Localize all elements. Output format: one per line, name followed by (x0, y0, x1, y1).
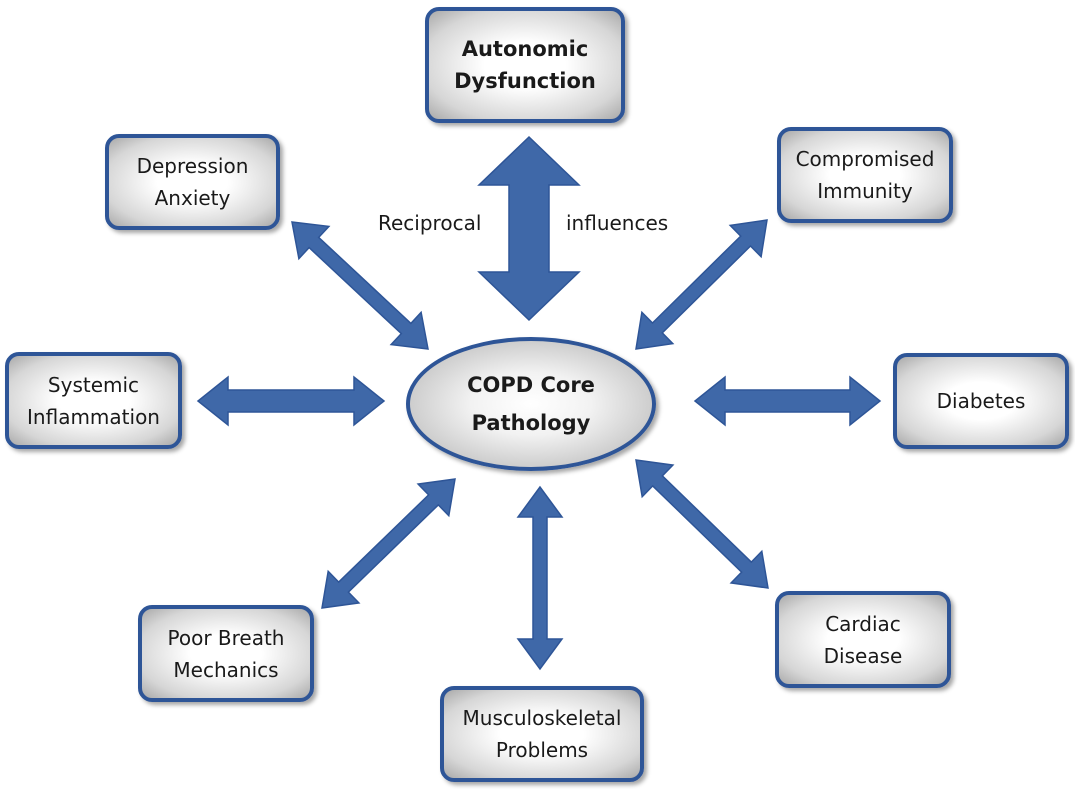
arrow-inflammation (196, 375, 386, 427)
node-autonomic-line1: Autonomic (461, 37, 589, 61)
arrow-musculo (516, 485, 564, 671)
core-line1: COPD Core (467, 373, 595, 397)
arrow-cardiac (635, 459, 769, 589)
node-compromised-immunity: Compromised Immunity (777, 127, 953, 223)
arrow-diabetes (693, 375, 882, 427)
node-musculo-line2: Problems (495, 738, 589, 762)
node-autonomic-dysfunction: Autonomic Dysfunction (425, 7, 625, 123)
node-depression-line1: Depression (136, 154, 249, 178)
node-poor-breath-mechanics: Poor Breath Mechanics (138, 605, 314, 702)
caption-reciprocal: Reciprocal (378, 211, 482, 235)
node-immunity-line2: Immunity (817, 179, 913, 203)
core-line2: Pathology (471, 411, 591, 435)
node-depression-line2: Anxiety (154, 186, 231, 210)
node-autonomic-line2: Dysfunction (454, 69, 596, 93)
node-cardiac-line1: Cardiac (825, 611, 901, 636)
node-depression-anxiety: Depression Anxiety (105, 134, 280, 230)
node-diabetes: Diabetes (893, 353, 1069, 449)
node-breath-line2: Mechanics (173, 657, 279, 682)
arrow-immunity (635, 219, 768, 350)
node-musculoskeletal-problems: Musculoskeletal Problems (440, 686, 644, 782)
node-systemic-inflammation: Systemic Inflammation (5, 352, 182, 449)
node-breath-line1: Poor Breath (167, 625, 285, 650)
arrow-breath (321, 478, 456, 609)
node-inflammation-line2: Inflammation (27, 404, 160, 429)
node-cardiac-line2: Disease (823, 643, 903, 668)
node-inflammation-line1: Systemic (47, 372, 140, 397)
node-cardiac-disease: Cardiac Disease (775, 591, 951, 688)
node-immunity-line1: Compromised (795, 147, 935, 171)
caption-influences: influences (566, 211, 669, 235)
arrow-depression (291, 221, 429, 350)
node-musculo-line1: Musculoskeletal (462, 706, 622, 730)
core-pathology-ellipse: COPD Core Pathology (406, 337, 656, 471)
arrow-autonomic (477, 135, 581, 322)
node-diabetes-line1: Diabetes (936, 389, 1026, 413)
